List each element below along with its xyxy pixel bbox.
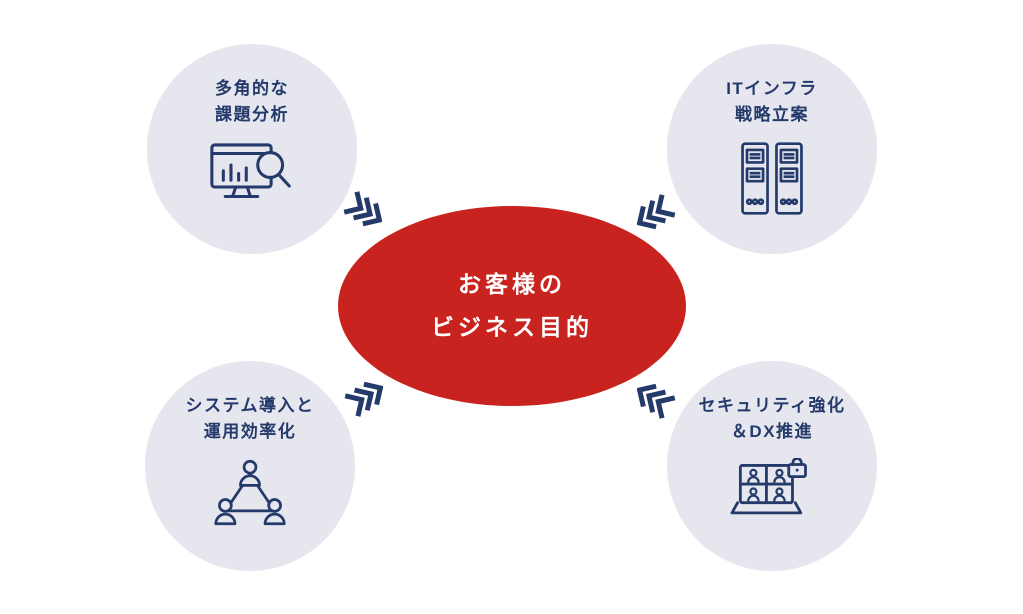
node-system-label: システム導入と 運用効率化 xyxy=(186,393,315,446)
chevron-arrow-top-right xyxy=(636,194,676,230)
node-security-label: セキュリティ強化 ＆DX推進 xyxy=(699,393,846,446)
center-goal-ellipse: お客様の ビジネス目的 xyxy=(338,206,686,406)
chevron-arrow-bottom-right xyxy=(636,383,676,419)
center-goal-line1: お客様の xyxy=(458,271,566,298)
node-analysis-line1: 多角的な xyxy=(215,79,289,98)
node-infra-line1: ITインフラ xyxy=(726,79,818,98)
node-analysis: 多角的な 課題分析 xyxy=(147,44,357,254)
node-infra: ITインフラ 戦略立案 xyxy=(667,44,877,254)
node-security-line2: ＆DX推進 xyxy=(730,422,814,442)
node-system-line2: 運用効率化 xyxy=(203,422,297,442)
node-system-line1: システム導入と xyxy=(185,396,315,415)
node-infra-label: ITインフラ 戦略立案 xyxy=(726,76,818,129)
node-security-line1: セキュリティ強化 xyxy=(698,396,846,415)
chevron-arrow-top-left xyxy=(343,191,383,227)
node-security: セキュリティ強化 ＆DX推進 xyxy=(667,361,877,571)
node-infra-line2: 戦略立案 xyxy=(734,105,809,125)
chevron-arrow-bottom-left xyxy=(344,381,384,417)
server-rack-icon xyxy=(738,141,806,216)
node-analysis-label: 多角的な 課題分析 xyxy=(215,76,289,129)
node-analysis-line2: 課題分析 xyxy=(215,105,289,125)
people-network-icon xyxy=(208,458,292,531)
secure-video-laptop-icon xyxy=(727,457,817,525)
node-system: システム導入と 運用効率化 xyxy=(145,361,355,571)
monitor-analysis-search-icon xyxy=(209,141,295,210)
center-goal-line2: ビジネス目的 xyxy=(431,314,593,340)
